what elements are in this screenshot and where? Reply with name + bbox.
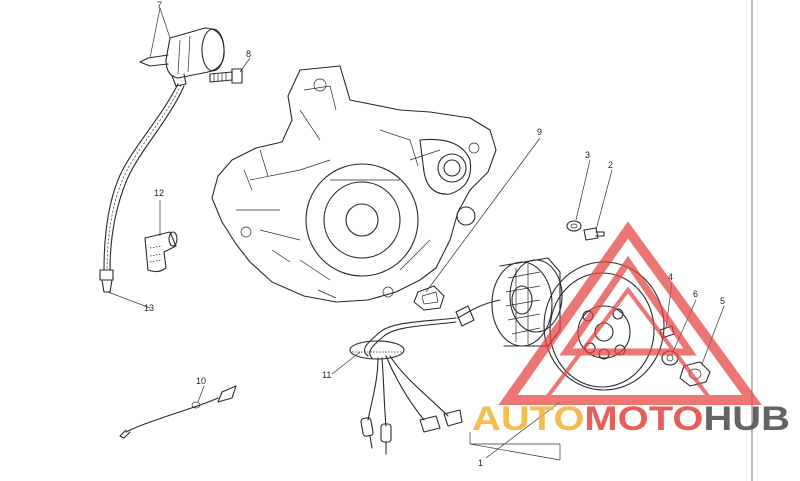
- callout-8: 8: [246, 49, 251, 59]
- callout-11: 11: [322, 370, 331, 380]
- callout-7: 7: [157, 0, 162, 10]
- callout-1: 1: [478, 458, 483, 468]
- callout-2: 2: [608, 160, 613, 170]
- watermark-triangle-inner: [559, 255, 697, 356]
- callout-4: 4: [668, 272, 673, 282]
- callout-12: 12: [154, 188, 164, 198]
- ignition-coil: [139, 27, 225, 87]
- stator-wiring: [349, 299, 501, 455]
- bolt: [209, 68, 243, 84]
- callout-9: 9: [537, 127, 542, 137]
- crankcase-half: [211, 65, 497, 303]
- callout-6: 6: [693, 289, 698, 299]
- callout-13: 13: [144, 303, 154, 313]
- watermark-triangle-outer: [498, 221, 762, 405]
- callout-labels: 7 8 12 13 10 11 9 3 2 4 6 5 1: [144, 0, 725, 468]
- stator: [491, 257, 563, 347]
- assembly-bracket: [469, 432, 561, 461]
- watermark-word-auto: AUTO: [472, 400, 584, 438]
- leader-lines: [107, 7, 725, 459]
- spark-plug-cap: [144, 231, 178, 273]
- callout-10: 10: [196, 376, 206, 386]
- callout-5: 5: [720, 296, 725, 306]
- ht-lead-cable: [99, 83, 185, 293]
- watermark-word-hub: HUB: [703, 400, 790, 438]
- grommet: [413, 285, 445, 311]
- watermark-word-moto: MOTO: [584, 400, 703, 438]
- screw: [583, 227, 605, 241]
- watermark-triangle-stripe: [543, 286, 713, 402]
- washer: [566, 220, 582, 232]
- watermark-logo: [498, 221, 762, 405]
- callout-3: 3: [585, 150, 590, 160]
- pickup-sensor-lead: [119, 385, 237, 439]
